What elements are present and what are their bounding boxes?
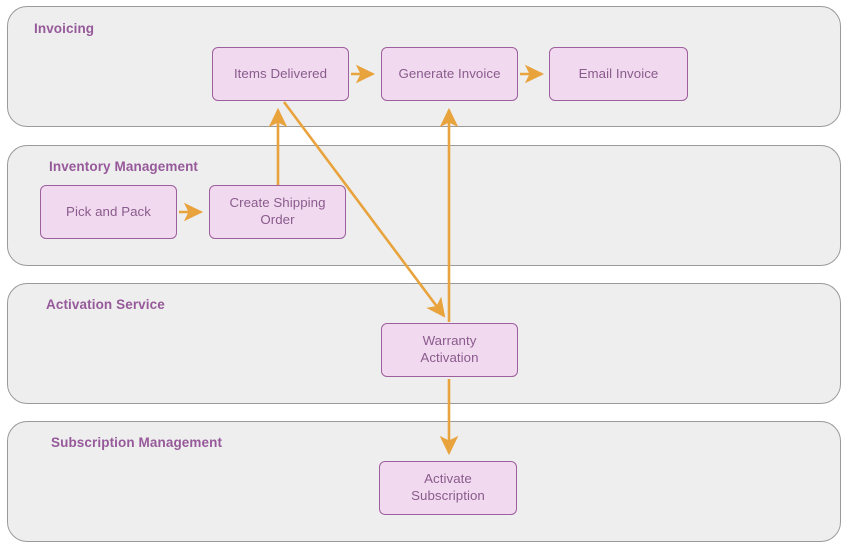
node-email-invoice[interactable]: Email Invoice xyxy=(549,47,688,101)
node-warranty-activation[interactable]: Warranty Activation xyxy=(381,323,518,377)
swimlane-label-inventory-management: Inventory Management xyxy=(49,159,199,174)
node-label-generate-invoice: Generate Invoice xyxy=(398,65,501,81)
node-label-warranty-activation: Warranty Activation xyxy=(420,333,479,365)
node-label-pick-and-pack: Pick and Pack xyxy=(66,203,151,219)
node-label-activate-subscription: Activate Subscription xyxy=(411,471,485,503)
swimlane-label-invoicing: Invoicing xyxy=(34,21,95,36)
node-activate-subscription[interactable]: Activate Subscription xyxy=(379,461,517,515)
swimlane-label-subscription-management: Subscription Management xyxy=(51,435,223,450)
node-generate-invoice[interactable]: Generate Invoice xyxy=(381,47,518,101)
node-pick-and-pack[interactable]: Pick and Pack xyxy=(40,185,177,239)
node-items-delivered[interactable]: Items Delivered xyxy=(212,47,349,101)
node-create-shipping-order[interactable]: Create Shipping Order xyxy=(209,185,346,239)
swimlane-label-activation-service: Activation Service xyxy=(46,297,165,312)
node-label-create-shipping-order: Create Shipping Order xyxy=(229,195,326,227)
node-label-email-invoice: Email Invoice xyxy=(578,65,659,81)
node-label-items-delivered: Items Delivered xyxy=(233,65,328,81)
